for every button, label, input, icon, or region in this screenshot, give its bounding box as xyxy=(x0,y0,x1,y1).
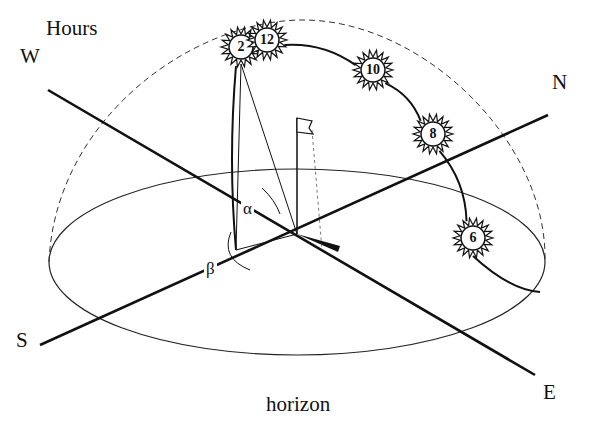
sun-circle: 12 xyxy=(255,28,279,52)
angle-label: β xyxy=(204,259,217,278)
compass-label: S xyxy=(16,330,28,351)
compass-label: W xyxy=(20,46,40,67)
horizon-label: horizon xyxy=(266,394,330,415)
sun-circle: 8 xyxy=(421,122,445,146)
compass-label: N xyxy=(552,72,567,93)
hour-number: 8 xyxy=(421,127,445,141)
sun-path-arc xyxy=(439,151,466,221)
title-label: Hours xyxy=(46,18,97,39)
angle-label: α xyxy=(241,199,254,218)
sun-path-arc xyxy=(385,83,420,121)
sun-circle: 10 xyxy=(361,58,385,82)
sun-circle: 6 xyxy=(461,226,485,250)
hour-number: 12 xyxy=(255,33,279,47)
compass-label: E xyxy=(543,382,556,403)
hour-number: 10 xyxy=(361,63,385,77)
sun-path-arc xyxy=(284,45,355,65)
hour-number: 6 xyxy=(461,231,485,245)
